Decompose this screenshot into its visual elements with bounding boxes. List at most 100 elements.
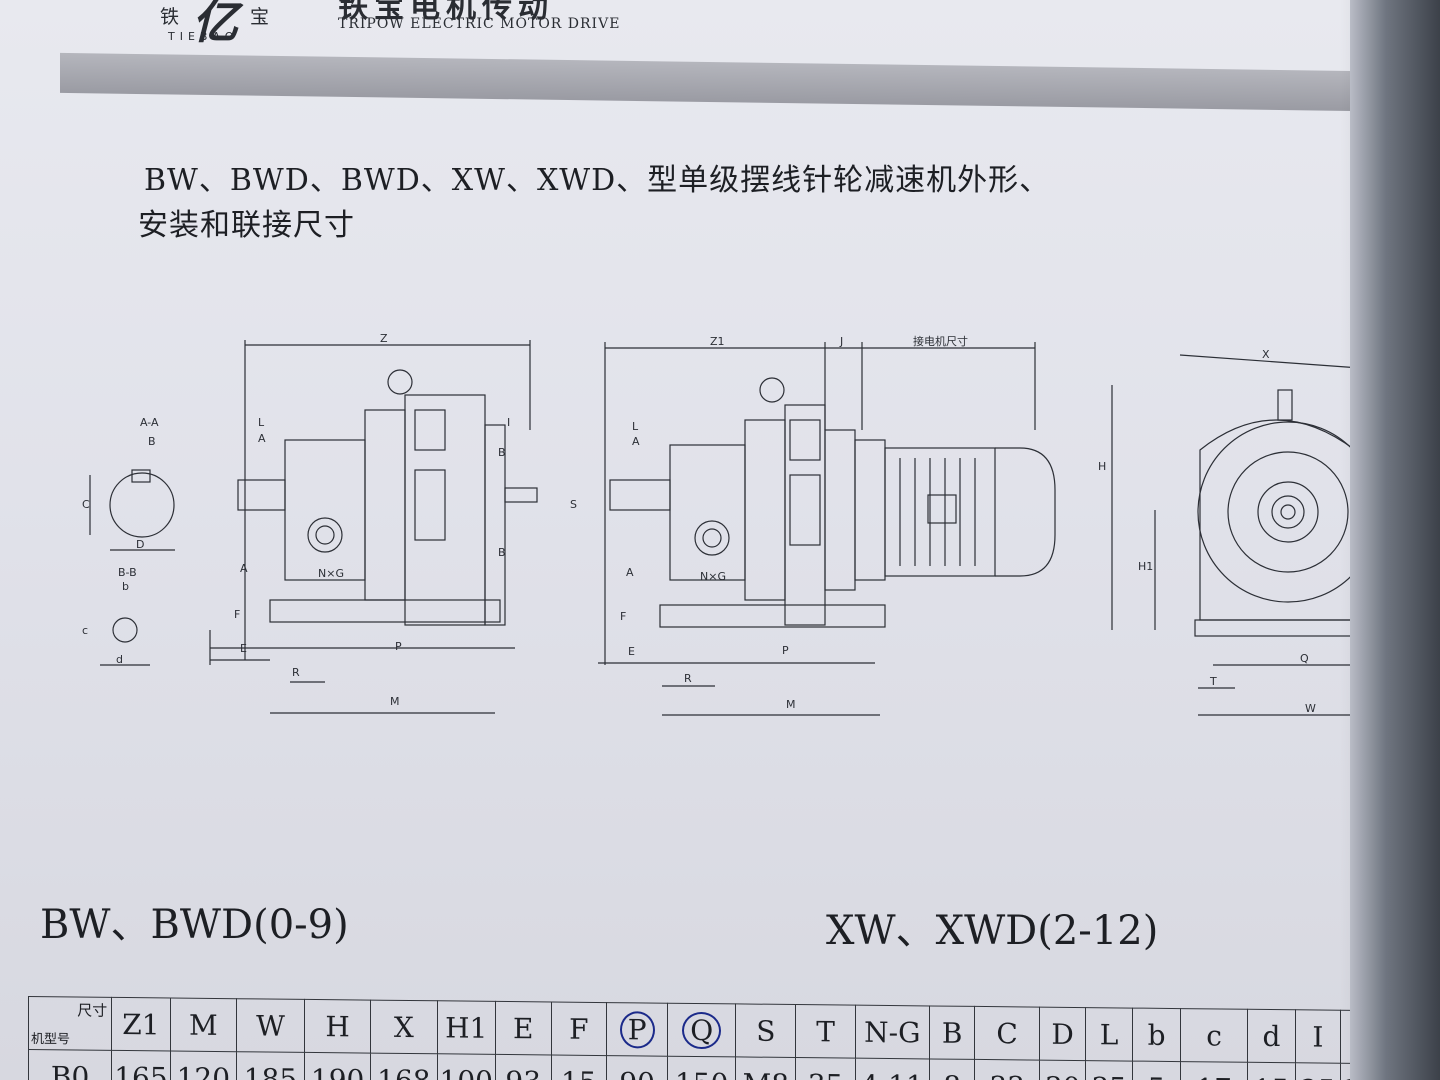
col-header-q: Q: [667, 1003, 736, 1057]
dim-f-mid: F: [620, 610, 626, 623]
dim-j: J: [839, 335, 843, 348]
dim-a-mid-upper: A: [632, 435, 640, 448]
dim-r: R: [292, 666, 300, 679]
dim-l-mid: L: [632, 420, 639, 433]
col-header: B: [929, 1005, 975, 1060]
cell: 15: [551, 1054, 607, 1080]
col-header: C: [974, 1006, 1040, 1061]
cell: 25: [1295, 1062, 1341, 1080]
col-header: E: [495, 1001, 552, 1055]
dim-t: T: [1209, 675, 1217, 688]
dim-m-mid: M: [786, 698, 796, 711]
dim-m: M: [390, 695, 400, 708]
header-band: [60, 52, 1360, 112]
dim-p: P: [395, 640, 402, 653]
col-header: L: [1085, 1007, 1133, 1062]
col-header: S: [735, 1003, 796, 1058]
dim-z1: Z1: [710, 335, 725, 348]
dim-i: I: [507, 416, 510, 429]
page-title-line2: 安装和联接尺寸: [138, 208, 355, 243]
col-header: Z1: [111, 997, 171, 1051]
dim-l: L: [258, 416, 265, 429]
dim-b-cut-lower: B: [498, 546, 506, 559]
page-title-line1: BW、BWD、BWD、XW、XWD、型单级摆线针轮减速机外形、: [144, 163, 1051, 198]
label-aa: A-A: [140, 416, 159, 429]
cell: 150: [667, 1056, 736, 1080]
caption-xw-xwd: XW、XWD(2-12): [826, 908, 1159, 954]
col-header: T: [795, 1004, 856, 1059]
cell: 168: [370, 1053, 437, 1080]
cell: 17: [1180, 1061, 1248, 1080]
dim-z: Z: [380, 332, 388, 345]
cell: 35: [795, 1057, 856, 1080]
col-header: D: [1039, 1007, 1086, 1061]
dim-h1: H1: [1138, 560, 1153, 573]
cell: 100: [437, 1053, 496, 1080]
cell: 30: [1039, 1060, 1086, 1080]
cell: 90: [606, 1055, 668, 1080]
dim-w: W: [1305, 702, 1316, 715]
logo-char-right: 宝: [250, 6, 270, 28]
dim-q: Q: [1300, 652, 1309, 665]
cell: 190: [304, 1052, 371, 1080]
dim-nxg-mid: N×G: [700, 570, 726, 583]
cell: 15: [1247, 1062, 1296, 1080]
dimension-drawings: Z A-A B C D B-B b c d L A I B B A N×G F …: [82, 332, 1370, 716]
dim-d-section: D: [136, 538, 144, 551]
col-header-p: P: [606, 1002, 668, 1057]
cell: 8: [929, 1058, 975, 1080]
col-header: H1: [437, 1000, 496, 1055]
label-bb: B-B: [118, 566, 137, 579]
dim-e: E: [240, 642, 247, 655]
cell: 165: [111, 1050, 171, 1080]
caption-bw-bwd: BW、BWD(0-9): [40, 902, 349, 948]
logo-mark: 亿: [192, 0, 238, 49]
label-motor-dims: 接电机尺寸: [913, 334, 968, 348]
cell: 5: [1132, 1061, 1181, 1080]
table-corner-cell: 尺寸 机型号: [28, 996, 112, 1051]
pen-circle-q: Q: [682, 1011, 722, 1049]
drawing-bw: [89, 340, 538, 714]
cell: 33: [974, 1059, 1040, 1080]
col-header: M: [170, 997, 237, 1052]
col-header: I: [1295, 1009, 1341, 1064]
dim-h: H: [1098, 460, 1106, 473]
dimension-table: 尺寸 机型号 Z1 M W H X H1 E F P Q S T N-G B C…: [28, 996, 1440, 1080]
cell: M8: [735, 1056, 796, 1080]
brand-logo: 铁 亿 宝 TIEBAO: [160, 0, 300, 50]
dim-nxg: N×G: [318, 567, 344, 580]
col-header: d: [1247, 1009, 1296, 1063]
dim-d-lower: d: [116, 653, 123, 666]
drawing-bwd: [598, 342, 1056, 716]
company-name-cn: 铁宝电机传动: [338, 0, 554, 25]
logo-char-left: 铁: [160, 6, 182, 28]
company-name-en: TRIPOW ELECTRIC MOTOR DRIVE: [338, 16, 621, 32]
dim-b-section: B: [148, 435, 156, 448]
cell: 185: [236, 1051, 305, 1080]
dim-a-upper: A: [258, 432, 266, 445]
dim-f: F: [234, 608, 240, 621]
dim-b-lower: b: [122, 580, 129, 593]
dim-s: S: [570, 498, 577, 511]
dim-c-lower: c: [82, 624, 88, 637]
dim-p-mid: P: [782, 644, 789, 657]
dim-c-section: C: [82, 498, 90, 511]
cell: 4-11: [855, 1058, 930, 1080]
dim-r-mid: R: [684, 672, 692, 685]
col-header: F: [551, 1001, 607, 1056]
dim-a-mid: A: [626, 566, 634, 579]
pen-circle-p: P: [619, 1010, 655, 1049]
corner-label-model: 机型号: [31, 1032, 71, 1048]
col-header: b: [1132, 1008, 1181, 1062]
dim-b-cut: B: [498, 446, 506, 459]
desk-background: [1350, 0, 1440, 1080]
col-header: X: [370, 1000, 437, 1054]
dim-a-lower: A: [240, 562, 248, 575]
dim-x: X: [1262, 348, 1270, 361]
cell-model: B0: [28, 1049, 112, 1080]
corner-label-dims: 尺寸: [77, 1001, 108, 1020]
col-header: c: [1180, 1008, 1248, 1063]
logo-text-en: TIEBAO: [168, 30, 239, 43]
cell: 93: [495, 1054, 552, 1080]
drawing-end-view: [1111, 354, 1370, 716]
